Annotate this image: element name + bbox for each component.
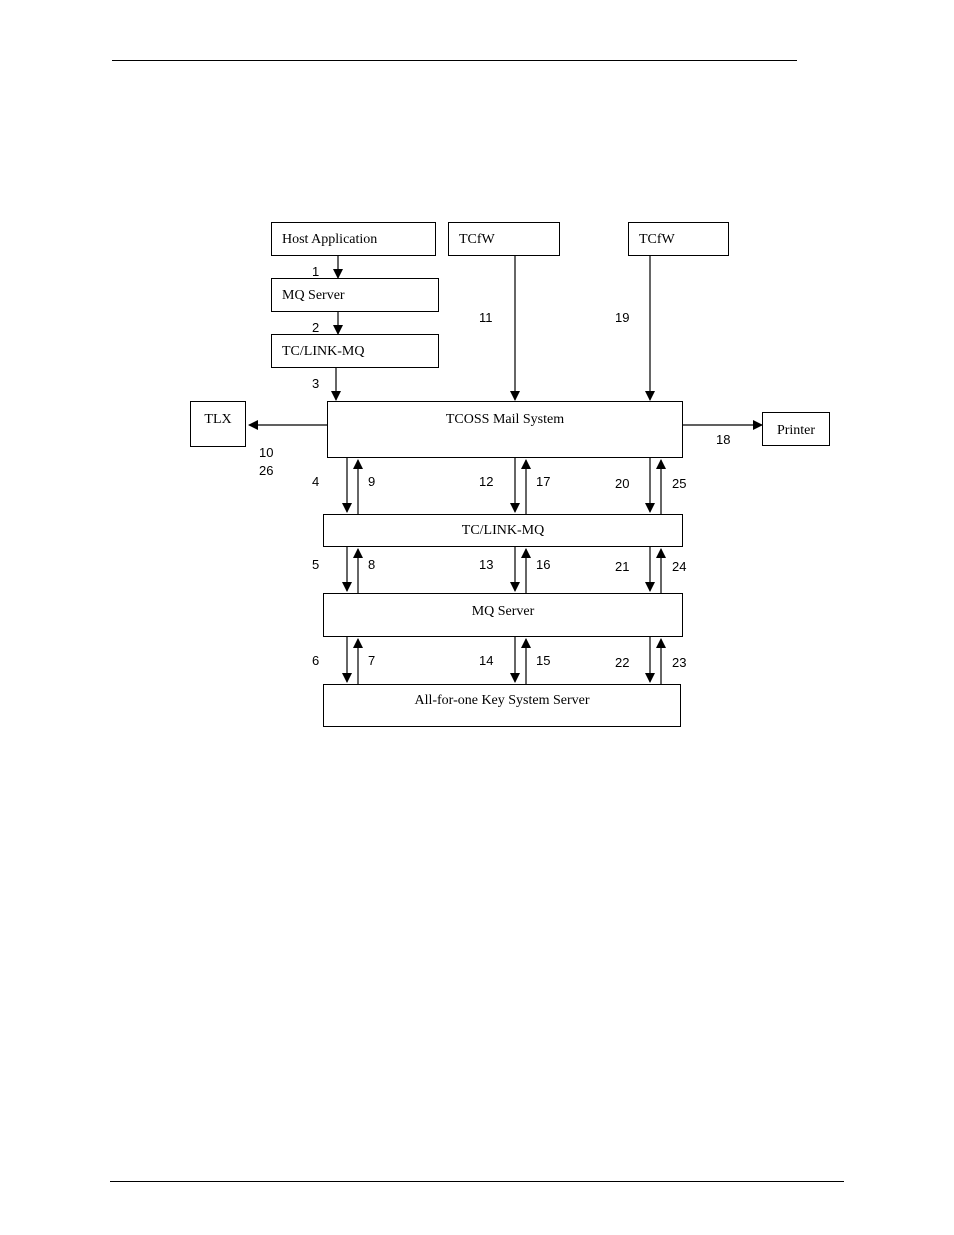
step-2-label: 2	[312, 321, 319, 334]
tcfw-box-1: TCfW	[448, 222, 560, 256]
step-8-label: 8	[368, 558, 375, 571]
step-14-label: 14	[479, 654, 493, 667]
tclink-mq-box: TC/LINK-MQ	[323, 514, 683, 547]
tcfw-label-1: TCfW	[459, 233, 495, 247]
host-application-label: Host Application	[282, 233, 377, 247]
step-19-label: 19	[615, 311, 629, 324]
tclink-mq-top-label: TC/LINK-MQ	[282, 345, 364, 359]
key-system-server-box: All-for-one Key System Server	[323, 684, 681, 727]
step-15-label: 15	[536, 654, 550, 667]
step-4-label: 4	[312, 475, 319, 488]
step-3-label: 3	[312, 377, 319, 390]
printer-box: Printer	[762, 412, 830, 446]
tcfw-label-2: TCfW	[639, 233, 675, 247]
step-11-label: 11	[479, 311, 493, 324]
tlx-box: TLX	[190, 401, 246, 447]
mq-server-top-label: MQ Server	[282, 289, 345, 303]
step-17-label: 17	[536, 475, 550, 488]
step-9-label: 9	[368, 475, 375, 488]
step-12-label: 12	[479, 475, 493, 488]
step-20-label: 20	[615, 477, 629, 490]
step-13-label: 13	[479, 558, 493, 571]
step-23-label: 23	[672, 656, 686, 669]
step-26-label: 26	[259, 464, 273, 477]
step-7-label: 7	[368, 654, 375, 667]
host-application-box: Host Application	[271, 222, 436, 256]
tcfw-box-2: TCfW	[628, 222, 729, 256]
step-21-label: 21	[615, 560, 629, 573]
step-16-label: 16	[536, 558, 550, 571]
step-6-label: 6	[312, 654, 319, 667]
step-5-label: 5	[312, 558, 319, 571]
printer-label: Printer	[763, 424, 829, 438]
tclink-mq-label: TC/LINK-MQ	[324, 524, 682, 538]
mq-server-top-box: MQ Server	[271, 278, 439, 312]
step-24-label: 24	[672, 560, 686, 573]
step-1-label: 1	[312, 265, 319, 278]
step-22-label: 22	[615, 656, 629, 669]
key-system-server-label: All-for-one Key System Server	[324, 694, 680, 708]
step-10-label: 10	[259, 446, 273, 459]
step-18-label: 18	[716, 433, 730, 446]
tcoss-mail-system-label: TCOSS Mail System	[328, 413, 682, 427]
tlx-label: TLX	[191, 413, 245, 427]
step-25-label: 25	[672, 477, 686, 490]
mq-server-label: MQ Server	[324, 605, 682, 619]
tcoss-mail-system-box: TCOSS Mail System	[327, 401, 683, 458]
mq-server-box: MQ Server	[323, 593, 683, 637]
tclink-mq-top-box: TC/LINK-MQ	[271, 334, 439, 368]
